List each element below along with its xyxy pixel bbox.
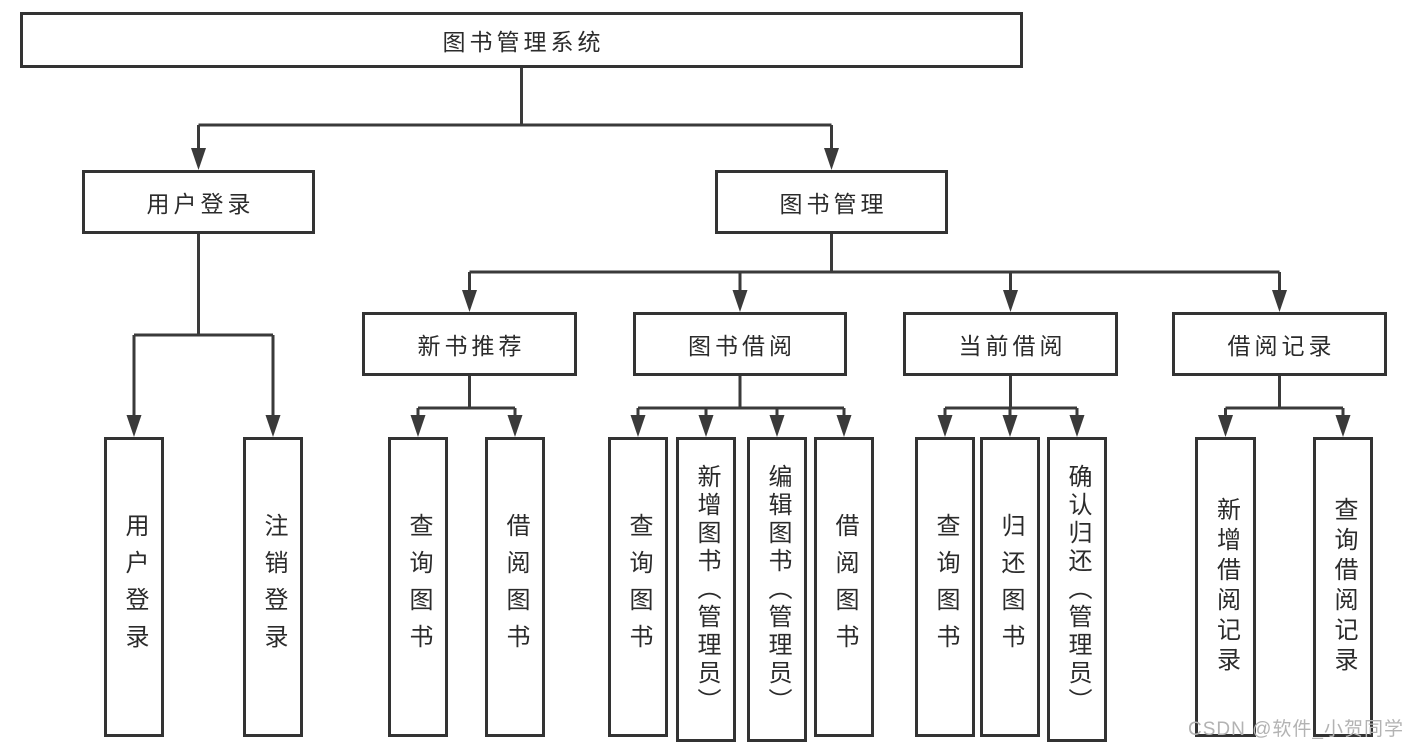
leaf-records-add-borrow-record: 新增借阅记录 xyxy=(1195,437,1256,737)
leaf-logout: 注销登录 xyxy=(243,437,303,737)
node-new-book-recommendation: 新书推荐 xyxy=(362,312,577,376)
leaf-current-return-books: 归还图书 xyxy=(980,437,1040,737)
node-current-borrowing: 当前借阅 xyxy=(903,312,1118,376)
node-book-management: 图书管理 xyxy=(715,170,948,234)
leaf-recommend-query-books: 查询图书 xyxy=(388,437,448,737)
arrowheads xyxy=(126,148,1351,437)
node-book-borrowing: 图书借阅 xyxy=(633,312,847,376)
leaf-current-query-books: 查询图书 xyxy=(915,437,975,737)
leaf-borrowing-add-books-admin: 新增图书（管理员） xyxy=(676,437,736,742)
node-user-login: 用户登录 xyxy=(82,170,315,234)
leaf-borrowing-edit-books-admin: 编辑图书（管理员） xyxy=(747,437,807,742)
connector-paths xyxy=(132,68,1345,416)
leaf-borrowing-query-books: 查询图书 xyxy=(608,437,668,737)
node-borrowing-records: 借阅记录 xyxy=(1172,312,1387,376)
leaf-borrowing-borrow-books: 借阅图书 xyxy=(814,437,874,737)
node-root-library-management-system: 图书管理系统 xyxy=(20,12,1023,68)
csdn-watermark: CSDN @软件_小贺同学 xyxy=(1188,719,1404,740)
leaf-user-login: 用户登录 xyxy=(104,437,164,737)
leaf-records-query-borrow-record: 查询借阅记录 xyxy=(1313,437,1373,737)
leaf-current-confirm-return-admin: 确认归还（管理员） xyxy=(1047,437,1107,742)
leaf-recommend-borrow-books: 借阅图书 xyxy=(485,437,545,737)
